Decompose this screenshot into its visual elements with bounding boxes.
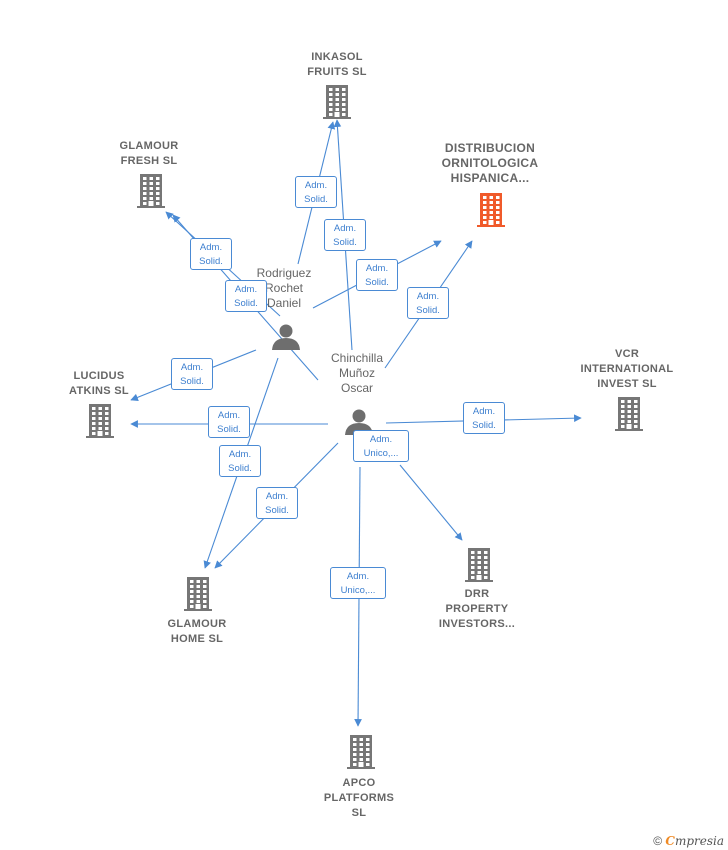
edge-label-rodriguez-glamour-fresh[interactable]: Adm. Solid. — [190, 238, 232, 270]
edge-label-chinchilla-lucidus[interactable]: Adm. Solid. — [208, 406, 250, 438]
brand-name: mpresia — [674, 834, 724, 848]
edge-label-chinchilla-apco[interactable]: Adm. Unico,... — [330, 567, 386, 599]
person-icon-rodriguez[interactable] — [272, 324, 300, 351]
company-label-inkasol[interactable]: INKASOL FRUITS SL — [307, 51, 367, 78]
brand-logo-letter: C — [665, 834, 675, 848]
building-icon-glamour-fresh[interactable] — [137, 174, 165, 208]
edge-label-rodriguez-glamour-home[interactable]: Adm. Solid. — [219, 445, 261, 477]
building-icon-apco[interactable] — [347, 735, 375, 769]
edge-label-rodriguez-distribucion[interactable]: Adm. Solid. — [356, 259, 398, 291]
company-label-glamour-home[interactable]: GLAMOUR HOME SL — [167, 618, 227, 645]
edge-label-chinchilla-vcr[interactable]: Adm. Solid. — [463, 402, 505, 434]
person-label-rodriguez[interactable]: Rodriguez Rochet Daniel — [256, 266, 312, 310]
edge-label-chinchilla-drr[interactable]: Adm. Unico,... — [353, 430, 409, 462]
edge-label-rodriguez-lucidus[interactable]: Adm. Solid. — [171, 358, 213, 390]
footer-brand: © Cmpresia — [653, 834, 724, 848]
building-icon-distribucion[interactable] — [477, 193, 505, 227]
edge-label-chinchilla-glamour-fresh[interactable]: Adm. Solid. — [225, 280, 267, 312]
edge-label-chinchilla-glamour-home[interactable]: Adm. Solid. — [256, 487, 298, 519]
building-icon-lucidus[interactable] — [86, 404, 114, 438]
person-label-chinchilla[interactable]: Chinchilla Muñoz Oscar — [330, 351, 384, 395]
company-label-apco[interactable]: APCO PLATFORMS SL — [323, 777, 395, 819]
company-label-lucidus[interactable]: LUCIDUS ATKINS SL — [69, 370, 129, 397]
edge-label-chinchilla-inkasol[interactable]: Adm. Solid. — [324, 219, 366, 251]
edge-label-rodriguez-inkasol[interactable]: Adm. Solid. — [295, 176, 337, 208]
edge-line-chinchilla-drr — [399, 464, 463, 541]
building-icon-inkasol[interactable] — [323, 85, 351, 119]
copyright-icon: © — [653, 834, 663, 848]
company-label-drr[interactable]: DRR PROPERTY INVESTORS... — [438, 588, 516, 630]
edge-label-chinchilla-distribucion[interactable]: Adm. Solid. — [407, 287, 449, 319]
building-icon-drr[interactable] — [465, 548, 493, 582]
company-label-glamour-fresh[interactable]: GLAMOUR FRESH SL — [119, 140, 179, 167]
building-icon-vcr[interactable] — [615, 397, 643, 431]
company-label-distribucion[interactable]: DISTRIBUCION ORNITOLOGICA HISPANICA... — [441, 141, 539, 185]
building-icon-glamour-home[interactable] — [184, 577, 212, 611]
company-label-vcr[interactable]: VCR INTERNATIONAL INVEST SL — [580, 348, 674, 390]
